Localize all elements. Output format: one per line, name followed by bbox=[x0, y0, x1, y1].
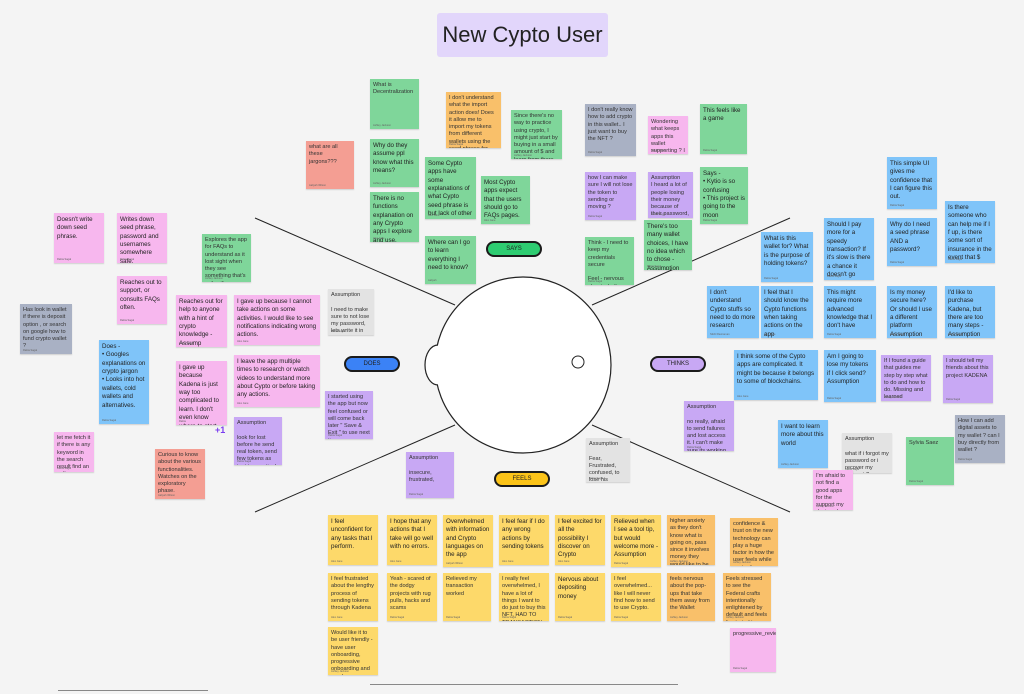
canvas-divider bbox=[58, 690, 208, 691]
sticky-note[interactable]: There is no functions explanation on any… bbox=[370, 192, 419, 242]
sticky-note[interactable]: There's too many wallet choices, I have … bbox=[644, 220, 692, 270]
sticky-note[interactable]: I don't really know how to add crypto in… bbox=[585, 104, 636, 156]
sticky-note[interactable]: Most Cypto apps expect that the users sh… bbox=[481, 176, 530, 224]
sticky-note[interactable]: I leave the app multiple times to resear… bbox=[234, 355, 320, 407]
sticky-note[interactable]: progressive_reviewingRabia Sagal bbox=[730, 628, 776, 672]
head-outline bbox=[434, 276, 612, 454]
sticky-note[interactable]: Doesn't write down seed phrase.Rabia Sag… bbox=[54, 213, 104, 263]
sticky-note[interactable]: Reaches out for help to anyone with a hi… bbox=[176, 295, 227, 347]
sticky-note[interactable]: Feels stressed to see the Federal crafts… bbox=[723, 573, 771, 621]
right-eye bbox=[571, 355, 585, 369]
sticky-note[interactable]: Why do I need a seed phrase AND a passwo… bbox=[887, 218, 937, 266]
sticky-note[interactable]: Assumption I heard a lot of people losin… bbox=[648, 172, 693, 218]
sticky-note[interactable]: I gave up because Kadena is just way too… bbox=[176, 361, 227, 425]
sticky-note[interactable]: I don't understand what the import actio… bbox=[446, 92, 501, 148]
sticky-note[interactable]: Assumption no really, afraid to send fai… bbox=[684, 401, 734, 451]
sticky-note[interactable]: Overwhelmed with information and Crypto … bbox=[443, 515, 493, 567]
sticky-note[interactable]: I feel frustrated about the lengthy proc… bbox=[328, 573, 378, 621]
sticky-note[interactable]: Does - • Googles explanations on crypto … bbox=[99, 340, 149, 424]
sticky-note[interactable]: Since there's no way to practice using c… bbox=[511, 110, 562, 159]
sticky-note[interactable]: I feel that I should know the Cypto func… bbox=[761, 286, 813, 338]
sticky-note[interactable]: Has look in wallet if there is deposit o… bbox=[20, 304, 72, 354]
sticky-note[interactable]: This simple UI gives me confidence that … bbox=[887, 157, 937, 209]
canvas-divider bbox=[370, 684, 678, 685]
sticky-note[interactable]: I feel fear if I do any wrong actions by… bbox=[499, 515, 549, 565]
sticky-note[interactable]: I don't understand Cypto stuffs so need … bbox=[707, 286, 759, 338]
sticky-note[interactable]: Says - • Kytio is so confusing • This pr… bbox=[700, 167, 748, 224]
sticky-note[interactable]: Wondering what keeps apps this wallet su… bbox=[648, 116, 688, 154]
sticky-note[interactable]: Assumption I need to make sure to not lo… bbox=[328, 289, 374, 335]
sticky-note[interactable]: Why do they assume ppl know what this me… bbox=[370, 139, 419, 187]
sticky-note[interactable]: Assumption insecure, frustrated,Rabia Sa… bbox=[406, 452, 454, 498]
sticky-note[interactable]: I gave up because I cannot take actions … bbox=[234, 295, 320, 345]
sticky-note[interactable]: I started using the app but now feel con… bbox=[325, 391, 373, 439]
sticky-note[interactable]: Think - I need to keep my credentials se… bbox=[585, 237, 634, 285]
sticky-note[interactable]: What is this wallet for? What is the pur… bbox=[761, 232, 813, 282]
sticky-note[interactable]: This might require more advanced knowled… bbox=[824, 286, 876, 338]
sticky-note[interactable]: Assumption Fear, Frustrated, confused, t… bbox=[586, 438, 630, 482]
sticky-note[interactable]: How I can add digital assets to my walle… bbox=[955, 415, 1005, 463]
sticky-note[interactable]: higher anxiety as they don't know what i… bbox=[667, 515, 715, 565]
sticky-note[interactable]: I feel unconfident for any tasks that I … bbox=[328, 515, 378, 565]
sticky-note[interactable]: I think some of the Cypto apps are compl… bbox=[734, 350, 818, 400]
thinks-label[interactable]: THINKS bbox=[650, 356, 706, 372]
sticky-note[interactable]: Reaches out to support, or consults FAQs… bbox=[117, 276, 167, 324]
sticky-note[interactable]: I'd like to purchase Kadena, but there a… bbox=[945, 286, 995, 338]
sticky-note[interactable]: Am I going to lose my tokens if I click … bbox=[824, 350, 876, 402]
sticky-note[interactable]: feels nervous about the pop-ups that tak… bbox=[667, 573, 715, 621]
board-title[interactable]: New Cypto User bbox=[437, 13, 608, 57]
sticky-note[interactable]: Writes down seed phrase, password and us… bbox=[117, 213, 167, 263]
says-label[interactable]: SAYS bbox=[486, 241, 542, 257]
sticky-note[interactable]: I really feel overwhelmed, I have a lot … bbox=[499, 573, 549, 621]
sticky-note[interactable]: Assumption look for lost before he send … bbox=[234, 417, 282, 465]
sticky-note[interactable]: Is there someone who can help me if I f … bbox=[945, 201, 995, 263]
does-label[interactable]: DOES bbox=[344, 356, 400, 372]
sticky-note[interactable]: what are all these jargons???Aaliyah Wil… bbox=[306, 141, 354, 189]
sticky-note[interactable]: Explores the app for FAQs to understand … bbox=[202, 234, 251, 282]
sticky-note[interactable]: I'm afraid to not find a good apps for t… bbox=[813, 470, 853, 510]
sticky-note[interactable]: Assumption what if i forgot my password … bbox=[842, 433, 892, 473]
sticky-note[interactable]: Where can I go to learn everything I nee… bbox=[425, 236, 476, 284]
sticky-note[interactable]: Is my money secure here? Or should I use… bbox=[887, 286, 937, 338]
sticky-note[interactable]: Some Cypto apps have some explanations o… bbox=[425, 157, 476, 219]
sticky-note[interactable]: If I found a guide that guides me step b… bbox=[881, 355, 931, 401]
sticky-note[interactable]: confidence & trust on the new technology… bbox=[730, 518, 778, 566]
sticky-note[interactable]: I feel overwhelmed... like I will never … bbox=[611, 573, 661, 621]
sticky-note[interactable]: Curious to know about the various functi… bbox=[155, 449, 205, 499]
sticky-note[interactable]: I feel excited for all the possibility I… bbox=[555, 515, 605, 565]
left-ear bbox=[424, 344, 439, 386]
feels-label[interactable]: FEELS bbox=[494, 471, 550, 487]
add-note-icon[interactable]: +1 bbox=[215, 425, 226, 435]
sticky-note[interactable]: I hope that any actions that I take will… bbox=[387, 515, 437, 565]
sticky-note[interactable]: let me fetch it if there is any keyword … bbox=[54, 432, 94, 472]
sticky-note[interactable]: how I can make sure I will not lose the … bbox=[585, 172, 636, 220]
sticky-note[interactable]: Would like it to be user friendly - have… bbox=[328, 627, 378, 675]
sticky-note[interactable]: Should I pay more for a speedy transacti… bbox=[824, 218, 874, 280]
sticky-note[interactable]: I should tell my friends about this proj… bbox=[943, 355, 993, 403]
sticky-note[interactable]: Relieved when I see a tool tip, but woul… bbox=[611, 515, 661, 567]
sticky-note[interactable]: Yeah - scared of the dodgy projects with… bbox=[387, 573, 437, 621]
